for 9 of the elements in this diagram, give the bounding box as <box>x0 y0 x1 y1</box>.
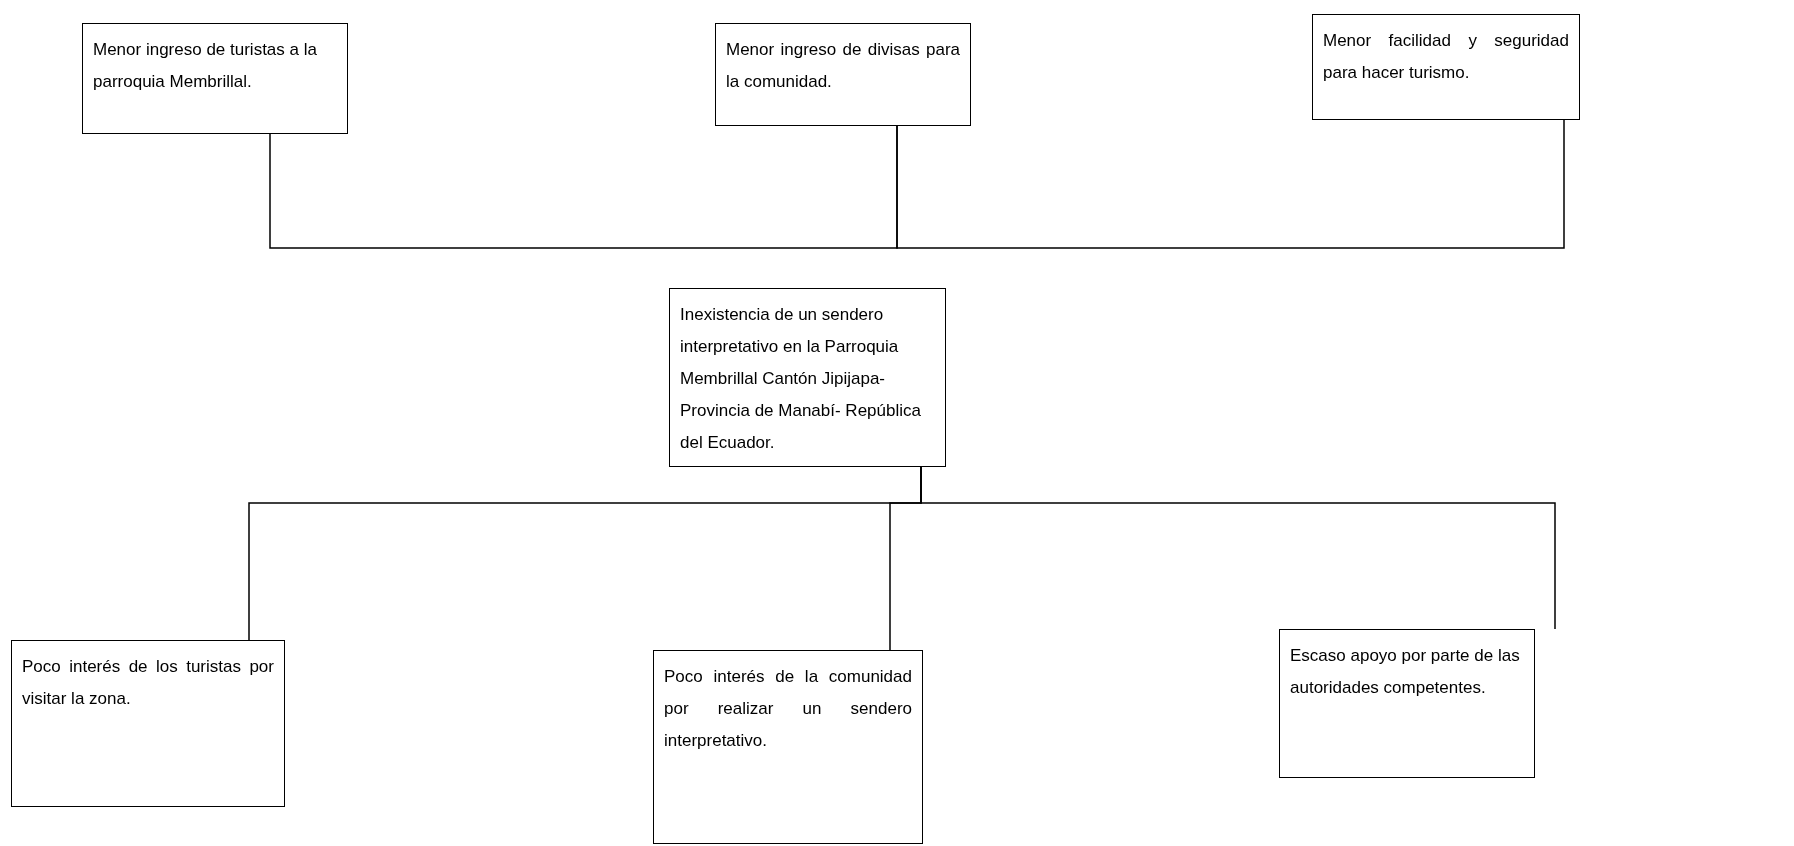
connector-line <box>896 119 1565 249</box>
text-box: Poco interés de los turistas por visitar la zona. <box>11 640 285 807</box>
text-box: Menor facilidad y seguridad para hacer turismo. <box>1312 14 1580 120</box>
text-box: Poco interés de la comunidad por realizar un sendero interpretativo. <box>653 650 923 844</box>
text-box: Inexistencia de un sendero interpretativo en la Parroquia Membrillal Cantón Jipijapa- Provincia de Manabí- República del Ecuador. <box>669 288 946 467</box>
text-box: Menor ingreso de divisas para la comunidad. <box>715 23 971 126</box>
connector-line <box>920 466 1556 630</box>
text-box: Menor ingreso de turistas a la parroquia Membrillal. <box>82 23 348 134</box>
text-box: Escaso apoyo por parte de las autoridades competentes. <box>1279 629 1535 778</box>
